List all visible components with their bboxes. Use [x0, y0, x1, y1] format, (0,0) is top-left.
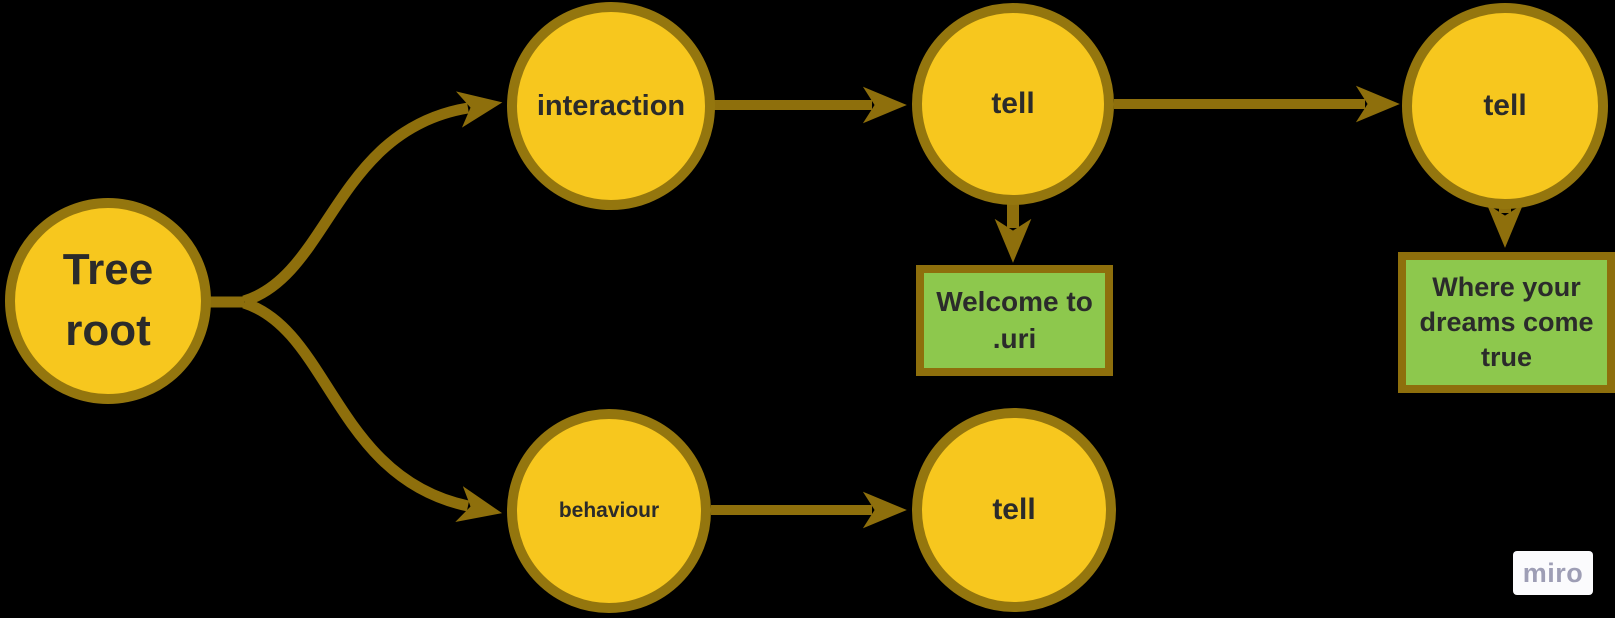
miro-watermark-label: miro	[1522, 557, 1584, 588]
node-tree-root[interactable]: Tree root	[5, 198, 211, 404]
node-interaction[interactable]: interaction	[507, 2, 715, 210]
node-behaviour-label: behaviour	[558, 499, 660, 522]
node-tell-1[interactable]: tell	[912, 3, 1114, 205]
node-tree-root-label: Tree root	[62, 245, 154, 355]
node-tell-1-label: tell	[991, 87, 1035, 120]
node-tell-2[interactable]: tell	[1402, 3, 1608, 209]
leaf-where-dreams-come-true-label: Where your dreams come true	[1419, 271, 1594, 373]
edge-root-to-behaviour	[242, 297, 503, 523]
leaf-welcome-to-uri-label: Welcome to .uri	[936, 285, 1093, 354]
edge-root-to-interaction	[242, 91, 503, 307]
node-tell-3[interactable]: tell	[912, 408, 1116, 612]
miro-watermark-badge[interactable]: miro	[1513, 551, 1593, 595]
leaf-welcome-to-uri[interactable]: Welcome to .uri	[916, 265, 1113, 376]
node-tell-3-label: tell	[992, 493, 1036, 526]
node-interaction-label: interaction	[536, 89, 686, 122]
leaf-where-dreams-come-true[interactable]: Where your dreams come true	[1398, 252, 1615, 393]
node-behaviour[interactable]: behaviour	[507, 409, 711, 613]
node-tell-2-label: tell	[1483, 89, 1527, 122]
